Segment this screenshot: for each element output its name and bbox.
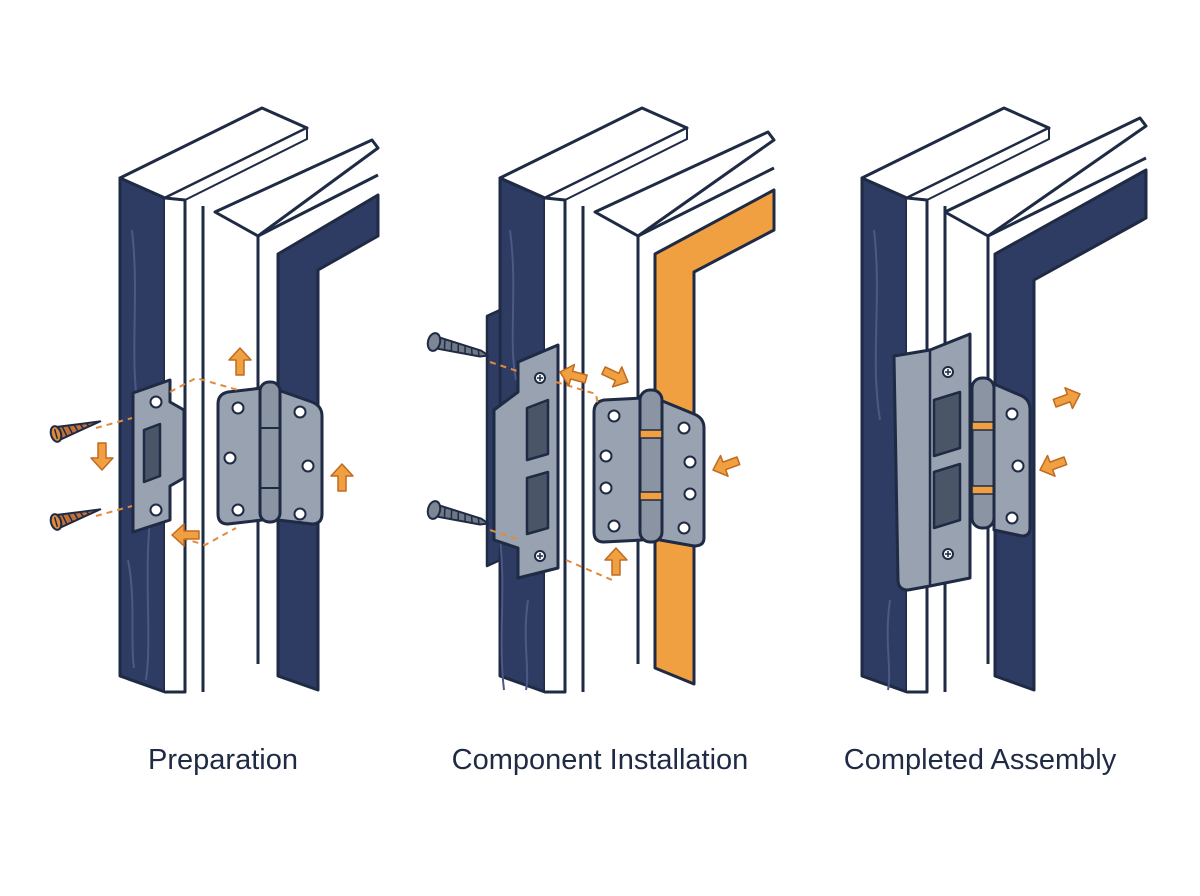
panel-completed-assembly bbox=[860, 106, 1148, 694]
step-caption-completed-assembly: Completed Assembly bbox=[843, 744, 1117, 776]
step-caption-preparation: Preparation bbox=[148, 744, 298, 776]
panel-component-installation bbox=[425, 106, 776, 694]
panel-preparation bbox=[47, 106, 380, 694]
step-caption-component-installation: Component Installation bbox=[451, 744, 749, 776]
